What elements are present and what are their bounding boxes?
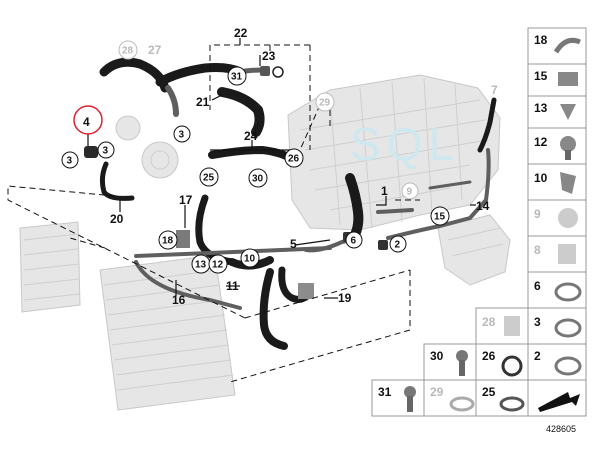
svg-text:31: 31	[378, 385, 392, 399]
parts-cell-8: 8	[527, 235, 587, 273]
parts-cell-9: 9	[527, 199, 587, 237]
leader-lines	[7, 44, 420, 383]
callout-16: 16	[172, 293, 186, 307]
callout-9: 9	[401, 182, 419, 200]
callout-22: 22	[234, 26, 248, 40]
highlight-ring-part-4	[73, 105, 103, 135]
callout-24: 24	[244, 129, 258, 143]
solid-leaders	[87, 38, 476, 299]
callout-3-b: 3	[97, 141, 115, 159]
parts-cell-25: 25	[475, 379, 529, 417]
callout-5: 5	[290, 237, 297, 251]
part-number: 428605	[546, 424, 576, 434]
parts-cell-2: 2	[527, 343, 587, 381]
svg-text:18: 18	[162, 236, 174, 247]
svg-text:25: 25	[482, 385, 496, 399]
svg-text:8: 8	[534, 243, 541, 257]
callout-15: 15	[430, 206, 450, 226]
svg-text:15: 15	[534, 69, 548, 83]
parts-cell-18: 18	[527, 27, 587, 65]
svg-text:12: 12	[534, 135, 548, 149]
callout-13: 13	[191, 254, 211, 274]
svg-text:28: 28	[122, 46, 134, 57]
callout-1: 1	[381, 184, 388, 198]
svg-text:3: 3	[179, 130, 185, 141]
watermark-text: SQL	[350, 118, 460, 170]
fittings	[84, 66, 388, 299]
svg-text:2: 2	[534, 349, 541, 363]
parts-cell-10: 10	[527, 163, 587, 201]
parts-cell-3: 3	[527, 307, 587, 345]
callout-26: 26	[284, 148, 304, 168]
condenser	[19, 221, 81, 313]
svg-text:26: 26	[288, 154, 300, 165]
svg-text:9: 9	[407, 187, 413, 198]
callout-4: 4	[83, 115, 90, 129]
callout-18: 18	[158, 230, 178, 250]
svg-text:9: 9	[534, 207, 541, 221]
callout-2: 2	[389, 235, 407, 253]
svg-text:26: 26	[482, 349, 496, 363]
svg-text:6: 6	[534, 279, 541, 293]
callout-30: 30	[248, 168, 268, 188]
parts-panel: 18 15 13 12 10 9 8 6 28 3 30 26 2 31 29 …	[371, 27, 587, 417]
callout-23: 23	[262, 49, 276, 63]
callout-17: 17	[179, 193, 193, 207]
svg-text:28: 28	[482, 315, 496, 329]
callout-3-a: 3	[61, 151, 79, 169]
parts-cell-12: 12	[527, 127, 587, 165]
callout-6: 6	[345, 231, 363, 249]
callout-10: 10	[240, 248, 260, 268]
callout-12: 12	[208, 254, 228, 274]
svg-text:18: 18	[534, 33, 548, 47]
svg-text:3: 3	[103, 146, 109, 157]
parts-cell-30: 30	[423, 343, 477, 381]
callout-27: 27	[148, 43, 162, 57]
callout-31: 31	[227, 66, 247, 86]
callout-19: 19	[338, 291, 352, 305]
parts-cell-13: 13	[527, 95, 587, 129]
parts-cell-29: 29	[423, 379, 477, 417]
water-pump	[115, 115, 179, 179]
callout-3-c: 3	[173, 125, 191, 143]
svg-text:6: 6	[351, 236, 357, 247]
parts-cell-31: 31	[371, 379, 425, 417]
svg-text:30: 30	[252, 174, 264, 185]
radiator	[99, 254, 236, 411]
callout-25: 25	[199, 167, 219, 187]
svg-text:13: 13	[195, 260, 207, 271]
svg-text:2: 2	[395, 240, 401, 251]
parts-cell-15: 15	[527, 63, 587, 97]
callout-20: 20	[110, 212, 124, 226]
callout-21: 21	[196, 95, 210, 109]
svg-text:13: 13	[534, 101, 548, 115]
svg-text:3: 3	[534, 315, 541, 329]
parts-cell-6: 6	[527, 271, 587, 309]
callout-11: 11	[226, 279, 239, 293]
svg-text:3: 3	[67, 156, 73, 167]
svg-text:25: 25	[203, 173, 215, 184]
callout-28: 28	[118, 40, 138, 60]
svg-text:29: 29	[319, 98, 331, 109]
engine-block	[287, 74, 501, 231]
circled-callouts: 3 3 3 31 25 30 26 18 13 12 10 6 2 15 9 2…	[61, 40, 450, 274]
parts-cell-28: 28	[475, 307, 529, 345]
svg-text:30: 30	[430, 349, 444, 363]
callout-29: 29	[315, 92, 335, 112]
svg-text:10: 10	[244, 254, 256, 265]
callout-7: 7	[491, 83, 498, 97]
svg-text:29: 29	[430, 385, 444, 399]
svg-text:15: 15	[434, 212, 446, 223]
svg-text:10: 10	[534, 171, 548, 185]
expansion-tank	[437, 214, 511, 286]
parts-cell-26: 26	[475, 343, 529, 381]
svg-text:31: 31	[231, 72, 243, 83]
arrow-symbol-cell	[527, 379, 587, 417]
callout-14: 14	[476, 199, 490, 213]
callouts: 4 22 23 21 24 20 17 11 16 19 5 1 14 7 27	[83, 26, 498, 307]
svg-text:12: 12	[212, 260, 224, 271]
